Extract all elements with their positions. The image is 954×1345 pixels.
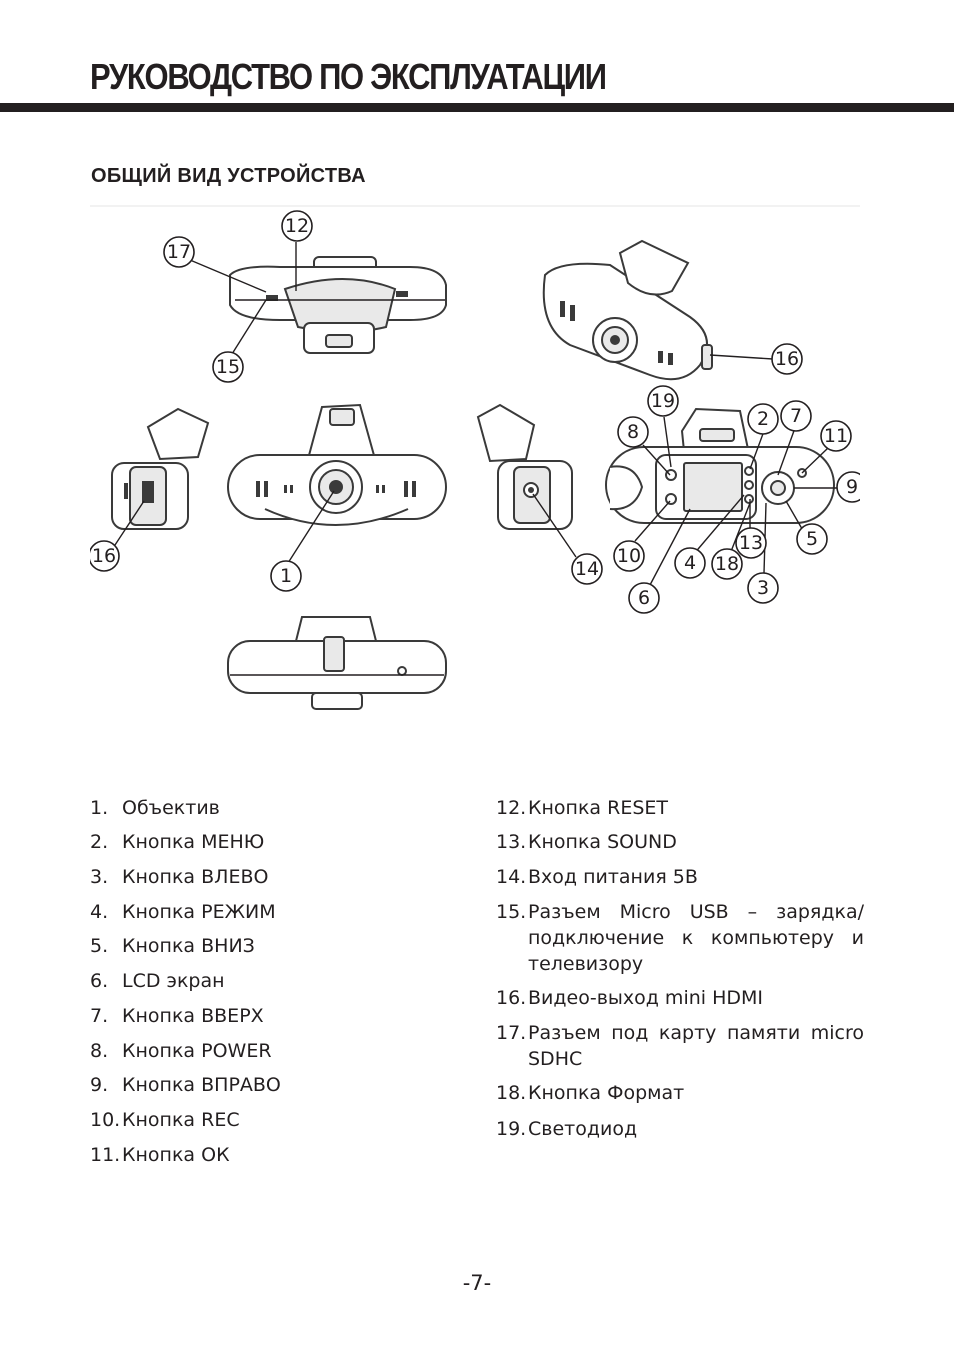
svg-text:5: 5	[806, 528, 818, 550]
device-angled-view	[542, 239, 713, 381]
svg-text:6: 6	[638, 587, 650, 609]
callout-8: 8	[617, 416, 649, 448]
svg-text:18: 18	[715, 553, 739, 575]
device-top-view	[229, 256, 447, 354]
device-back-view	[605, 407, 835, 524]
list-item: 18.Кнопка Формат	[496, 1082, 685, 1104]
device-left-side-view	[111, 407, 210, 530]
list-item: 11.Кнопка ОК	[90, 1144, 230, 1166]
svg-text:7: 7	[790, 405, 802, 427]
callout-leaders	[114, 242, 840, 586]
svg-text:15: 15	[216, 356, 240, 378]
svg-text:19: 19	[651, 390, 675, 412]
list-item: 15.Разъем Micro USB – зарядка/ подключен…	[496, 901, 864, 975]
svg-text:11: 11	[824, 425, 848, 447]
list-item: 2.Кнопка МЕНЮ	[90, 831, 265, 853]
svg-text:13: 13	[739, 532, 763, 554]
callout-6: 6	[628, 582, 660, 614]
list-item: 14.Вход питания 5В	[496, 866, 698, 888]
svg-text:12: 12	[285, 215, 309, 237]
callout-3: 3	[747, 572, 779, 604]
callout-1: 1	[270, 560, 302, 592]
list-item: 4.Кнопка РЕЖИМ	[90, 901, 276, 923]
svg-text:9: 9	[846, 476, 858, 498]
device-diagram: 1 2 3 4 5 6 7 8 9 10 11 12 13 14 15 16 1…	[90, 205, 860, 750]
device-right-side-view	[476, 403, 573, 530]
callout-10: 10	[613, 540, 645, 572]
device-front-view	[227, 403, 447, 526]
list-item: 1.Объектив	[90, 797, 220, 819]
list-item: 8.Кнопка POWER	[90, 1040, 272, 1062]
list-item: 13.Кнопка SOUND	[496, 831, 677, 853]
callout-18: 18	[711, 548, 743, 580]
page-header-title: РУКОВОДСТВО ПО ЭКСПЛУАТАЦИИ	[90, 56, 607, 97]
callout-12: 12	[281, 210, 313, 242]
callout-14: 14	[571, 553, 603, 585]
svg-text:4: 4	[684, 552, 696, 574]
svg-text:16: 16	[775, 348, 799, 370]
list-item: 17.Разъем под карту памяти micro SDHC	[496, 1022, 864, 1070]
svg-text:14: 14	[575, 558, 599, 580]
callout-16-top: 16	[771, 343, 803, 375]
callout-4: 4	[674, 547, 706, 579]
callout-5: 5	[796, 523, 828, 555]
svg-text:10: 10	[617, 545, 641, 567]
list-item: 5.Кнопка ВНИЗ	[90, 935, 255, 957]
section-title: ОБЩИЙ ВИД УСТРОЙСТВА	[91, 165, 366, 187]
svg-text:8: 8	[627, 421, 639, 443]
callout-19: 19	[647, 385, 679, 417]
callout-16-left: 16	[90, 540, 120, 572]
callout-11: 11	[820, 420, 852, 452]
device-bottom-view	[227, 616, 447, 710]
list-item: 12.Кнопка RESET	[496, 797, 668, 819]
page-number: -7-	[462, 1271, 492, 1295]
header-rule	[0, 103, 954, 112]
svg-text:17: 17	[167, 241, 191, 263]
callout-9: 9	[836, 471, 860, 503]
svg-text:1: 1	[280, 565, 292, 587]
svg-text:16: 16	[92, 545, 116, 567]
list-item: 16.Видео-выход mini HDMI	[496, 987, 763, 1009]
callout-13: 13	[735, 527, 767, 559]
callout-17: 17	[163, 236, 195, 268]
list-item: 10.Кнопка REC	[90, 1109, 240, 1131]
callout-15: 15	[212, 351, 244, 383]
callout-7: 7	[780, 400, 812, 432]
svg-text:2: 2	[757, 408, 769, 430]
list-item: 7.Кнопка ВВЕРХ	[90, 1005, 264, 1027]
list-item: 3.Кнопка ВЛЕВО	[90, 866, 269, 888]
list-item: 9.Кнопка ВПРАВО	[90, 1074, 281, 1096]
list-item: 19.Светодиод	[496, 1118, 638, 1140]
callout-2: 2	[747, 403, 779, 435]
svg-text:3: 3	[757, 577, 769, 599]
list-item: 6.LCD экран	[90, 970, 225, 992]
